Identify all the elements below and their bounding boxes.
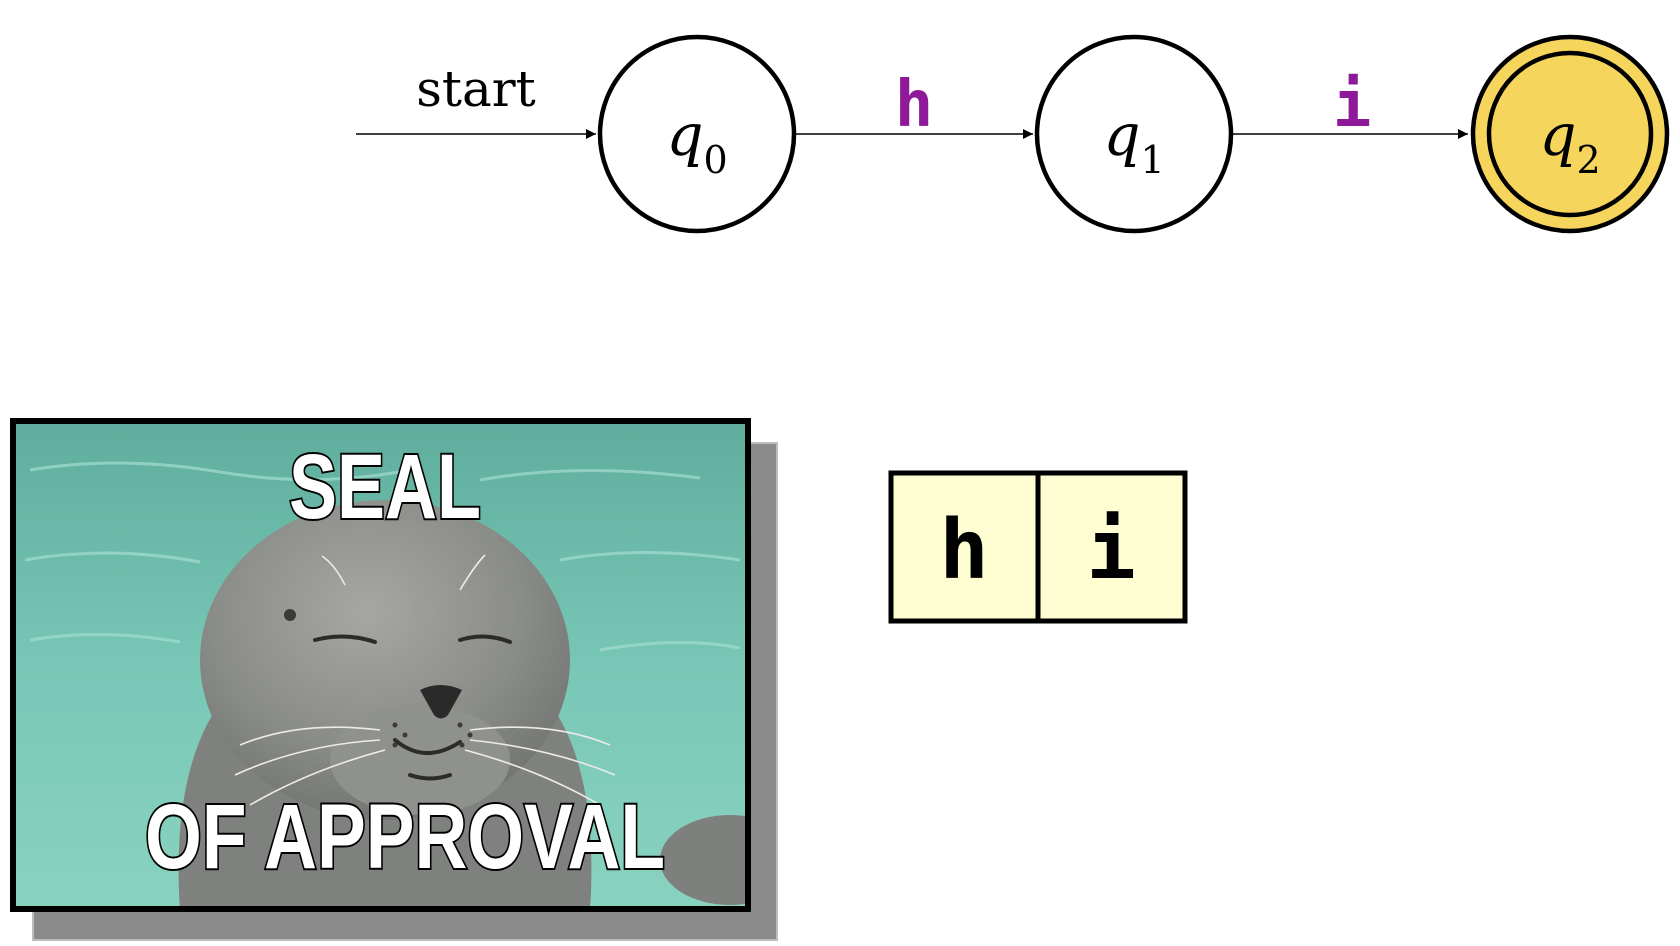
seal-whiskers [234, 554, 616, 806]
state-subscript: 0 [703, 138, 727, 182]
transition-symbol: h [895, 68, 934, 142]
state-label: q2 [1539, 101, 1600, 182]
meme-top-text: SEAL [289, 436, 481, 538]
tape-cell [888, 470, 1041, 624]
state-label: q1 [1103, 101, 1164, 182]
state-subscript: 1 [1140, 138, 1164, 182]
state-q0: q0 [597, 34, 797, 234]
state-subscript: 2 [1576, 138, 1600, 182]
meme-bottom-text: OF APPROVAL [145, 786, 665, 888]
state-label: q0 [666, 101, 727, 182]
state-circle-inner [1486, 50, 1654, 218]
water-ripples [24, 461, 741, 652]
transition-q1-q2: i [1232, 68, 1468, 142]
tape-cell [1035, 470, 1188, 624]
start-transition: start [356, 60, 596, 139]
state-q2-accepting: q2 [1470, 34, 1670, 234]
state-name: q [1539, 101, 1576, 169]
seal-spots [284, 609, 473, 748]
state-circle [597, 34, 797, 234]
state-q1: q1 [1034, 34, 1234, 234]
state-circle [1034, 34, 1234, 234]
start-label: start [416, 60, 536, 118]
seal-face [313, 634, 512, 781]
transition-q0-q1: h [795, 68, 1033, 142]
state-name: q [1103, 101, 1140, 169]
tape-symbol: h [939, 503, 988, 598]
seal-of-approval-image: SEAL OF APPROVAL [10, 418, 778, 941]
image-border [10, 418, 751, 912]
transition-symbol: i [1333, 68, 1372, 142]
input-tape: h i [888, 470, 1188, 624]
state-name: q [666, 101, 703, 169]
tape-symbol: i [1086, 503, 1135, 598]
state-circle-outer [1470, 34, 1670, 234]
seal-nose [420, 685, 462, 719]
